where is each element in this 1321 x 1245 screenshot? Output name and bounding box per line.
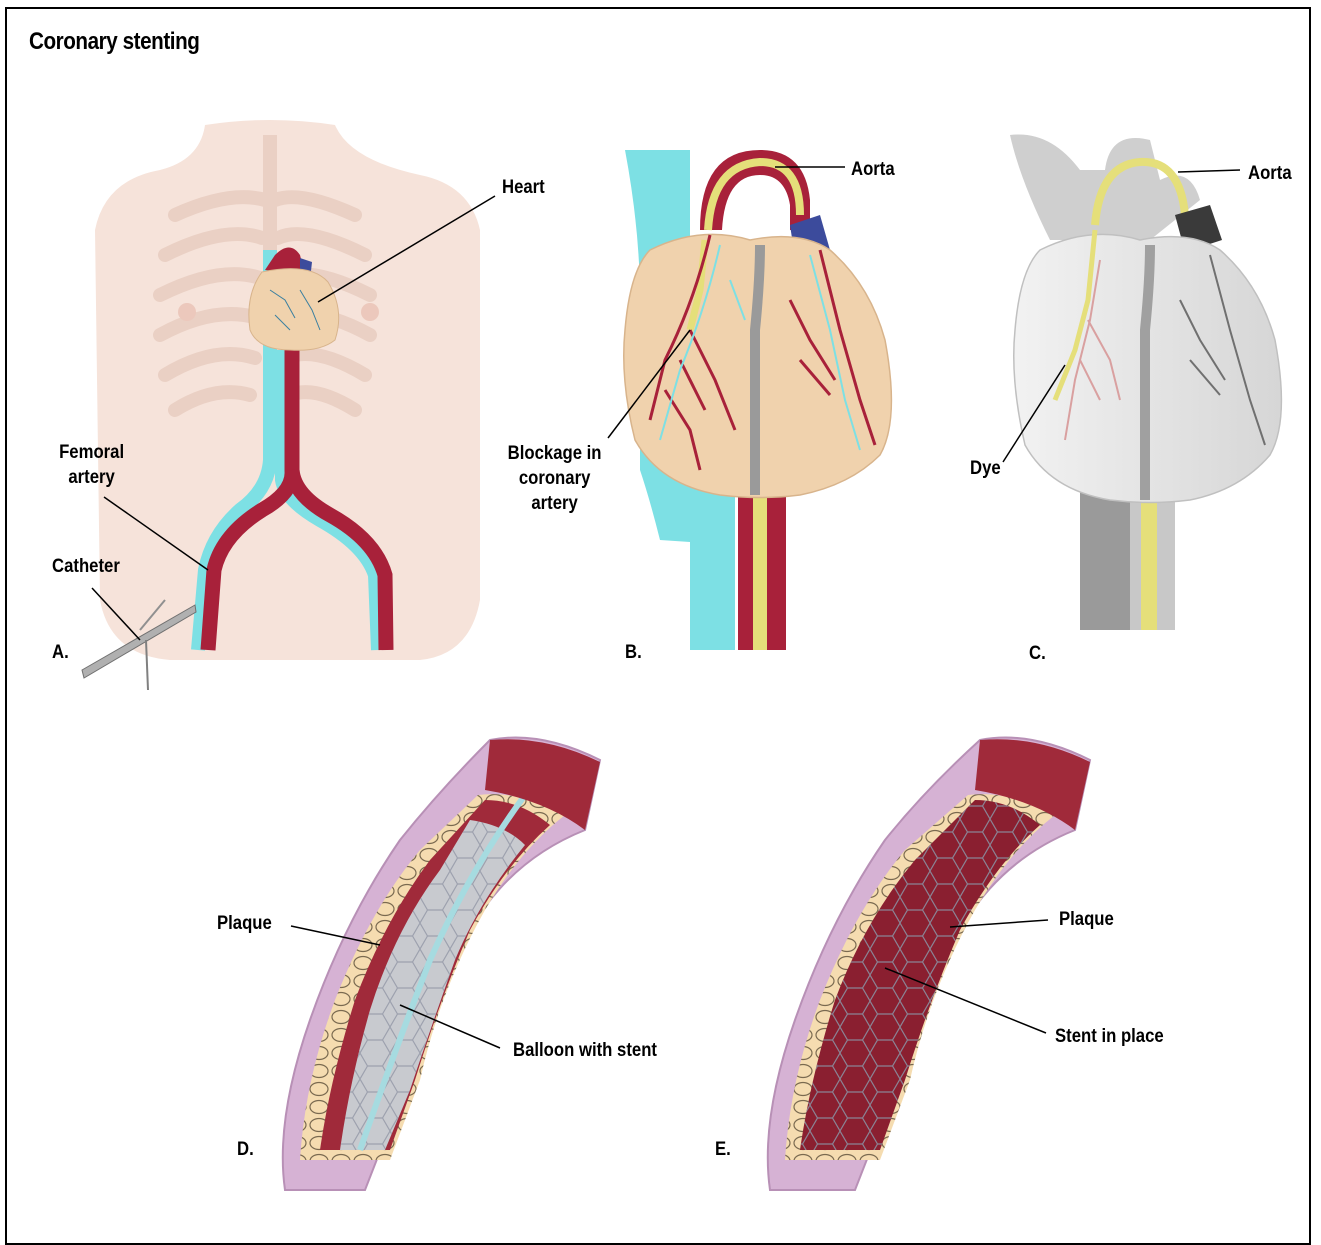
label-aorta-c: Aorta xyxy=(1248,161,1292,186)
panel-c-heart xyxy=(1010,134,1281,630)
panel-a-torso xyxy=(95,120,480,660)
panel-e-vessel xyxy=(768,738,1090,1191)
aorta-c-leader xyxy=(1178,170,1240,172)
label-plaque-e: Plaque xyxy=(1059,907,1114,932)
label-heart: Heart xyxy=(502,175,545,200)
label-plaque-d: Plaque xyxy=(217,911,272,936)
label-femoral-artery: Femoral artery xyxy=(52,440,131,490)
panel-d-vessel xyxy=(283,738,600,1191)
label-dye: Dye xyxy=(970,456,1001,481)
label-blockage: Blockage in coronary artery xyxy=(504,441,605,516)
label-panel-d: D. xyxy=(237,1137,254,1162)
label-panel-c: C. xyxy=(1029,641,1046,666)
label-panel-a: A. xyxy=(52,640,69,665)
panel-b-heart xyxy=(624,150,892,650)
label-balloon-with-stent: Balloon with stent xyxy=(513,1038,657,1063)
label-catheter: Catheter xyxy=(52,554,120,579)
label-panel-b: B. xyxy=(625,640,642,665)
label-stent-in-place: Stent in place xyxy=(1055,1024,1164,1049)
label-aorta-b: Aorta xyxy=(851,157,895,182)
label-panel-e: E. xyxy=(715,1137,731,1162)
